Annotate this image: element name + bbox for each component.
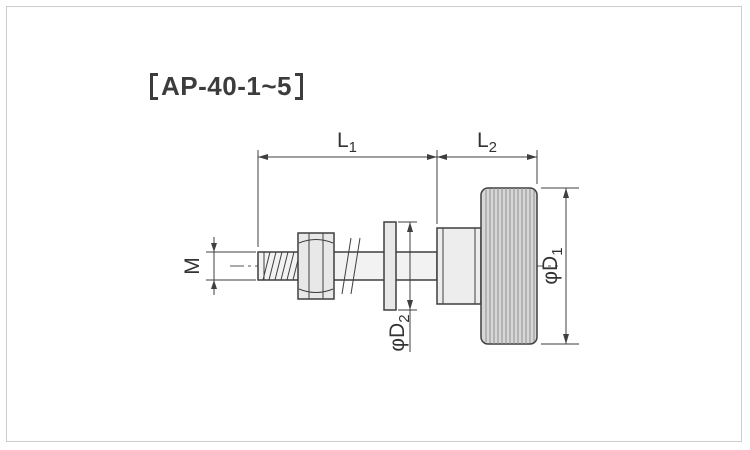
break-lines [341, 237, 361, 295]
part-knob-hub [436, 227, 482, 305]
title-bracket-right-icon [294, 72, 303, 100]
part-number-title: AP-40-1~5 [150, 70, 303, 102]
drawing-frame [6, 6, 742, 442]
dim-label-l2: L2 [477, 129, 497, 156]
knurl-lines [485, 188, 535, 344]
dimension-arrows [211, 154, 569, 344]
dim-label-m: M [181, 257, 204, 275]
part-number-text: AP-40-1~5 [161, 70, 292, 101]
dim-label-l1: L1 [337, 129, 357, 156]
dim-label-d2: φD2 [386, 314, 413, 351]
part-knurled-knob [480, 187, 538, 345]
title-bracket-left-icon [150, 72, 158, 100]
part-washer [383, 221, 397, 311]
dim-label-d1: φD1 [539, 247, 566, 284]
part-hex-nut [297, 232, 335, 300]
